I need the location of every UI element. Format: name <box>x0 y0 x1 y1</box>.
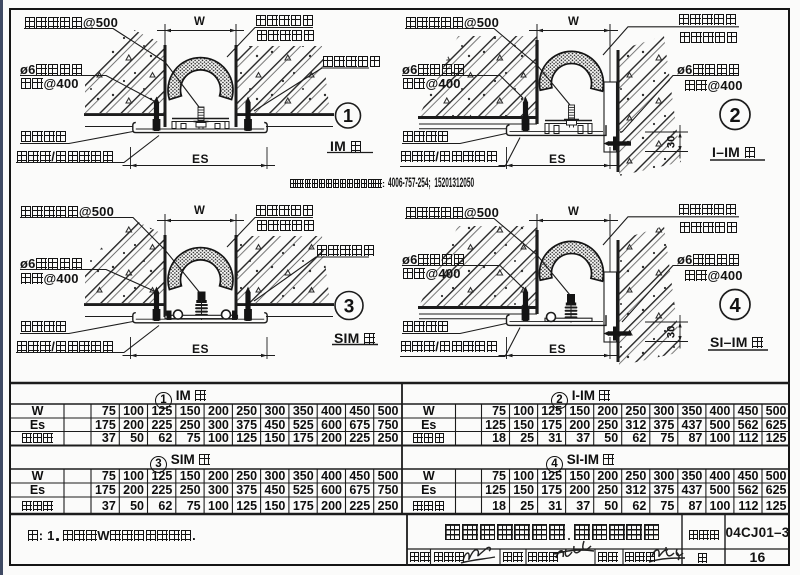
svg-text:4: 4 <box>729 295 741 317</box>
svg-text:3: 3 <box>344 297 355 318</box>
svg-text:2: 2 <box>729 105 740 127</box>
svg-text:1: 1 <box>343 106 353 126</box>
